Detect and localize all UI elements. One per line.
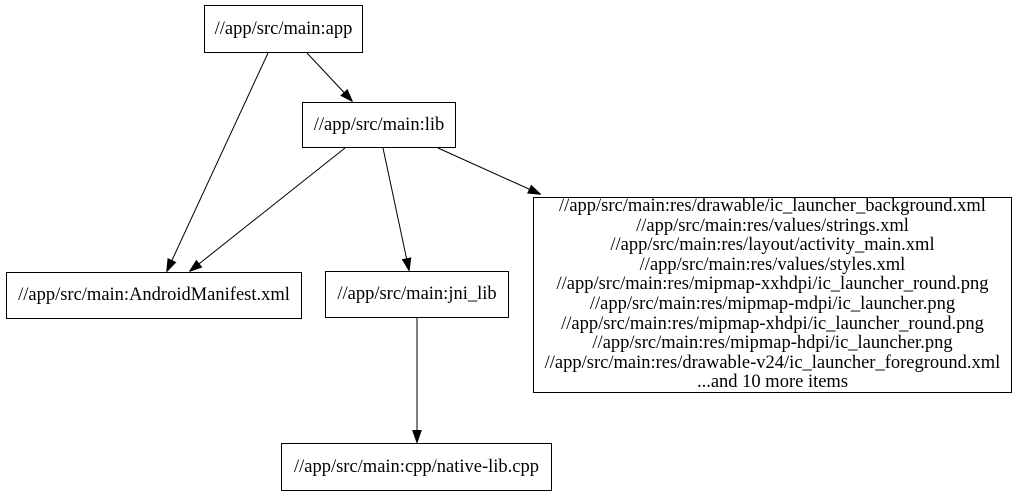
node-cpp-native-lib: //app/src/main:cpp/native-lib.cpp	[281, 443, 552, 491]
edge-lib-to-resources-group	[437, 147, 540, 194]
node-lib: //app/src/main:lib	[302, 102, 456, 148]
resource-item: //app/src/main:res/values/styles.xml	[639, 254, 906, 275]
edge-app-to-lib	[306, 52, 352, 101]
resource-more-items: ...and 10 more items	[696, 372, 849, 393]
node-cpp-native-lib-label: //app/src/main:cpp/native-lib.cpp	[293, 456, 540, 477]
node-resources-group: //app/src/main:res/drawable/ic_launcher_…	[533, 196, 1012, 393]
node-android-manifest-label: //app/src/main:AndroidManifest.xml	[18, 285, 290, 305]
node-jni-lib-label: //app/src/main:jni_lib	[337, 284, 497, 304]
node-android-manifest: //app/src/main:AndroidManifest.xml	[6, 272, 302, 319]
resource-item: //app/src/main:res/mipmap-hdpi/ic_launch…	[592, 333, 953, 354]
edge-app-to-android-manifest	[167, 52, 269, 271]
edge-lib-to-android-manifest	[190, 147, 346, 271]
edge-lib-to-jni-lib	[382, 147, 409, 270]
resource-item: //app/src/main:res/drawable-v24/ic_launc…	[544, 352, 1001, 373]
resource-item: //app/src/main:res/mipmap-mdpi/ic_launch…	[589, 294, 956, 314]
node-jni-lib: //app/src/main:jni_lib	[325, 271, 509, 318]
resource-item: //app/src/main:res/mipmap-xhdpi/ic_launc…	[561, 313, 984, 334]
resource-item: //app/src/main:res/values/strings.xml	[636, 215, 909, 236]
resource-item: //app/src/main:res/mipmap-xxhdpi/ic_laun…	[556, 274, 989, 295]
resource-item: //app/src/main:res/drawable/ic_launcher_…	[559, 196, 986, 217]
node-app: //app/src/main:app	[204, 5, 363, 53]
node-app-label: //app/src/main:app	[214, 18, 353, 39]
resource-item: //app/src/main:res/layout/activity_main.…	[610, 235, 935, 256]
node-lib-label: //app/src/main:lib	[313, 114, 445, 135]
